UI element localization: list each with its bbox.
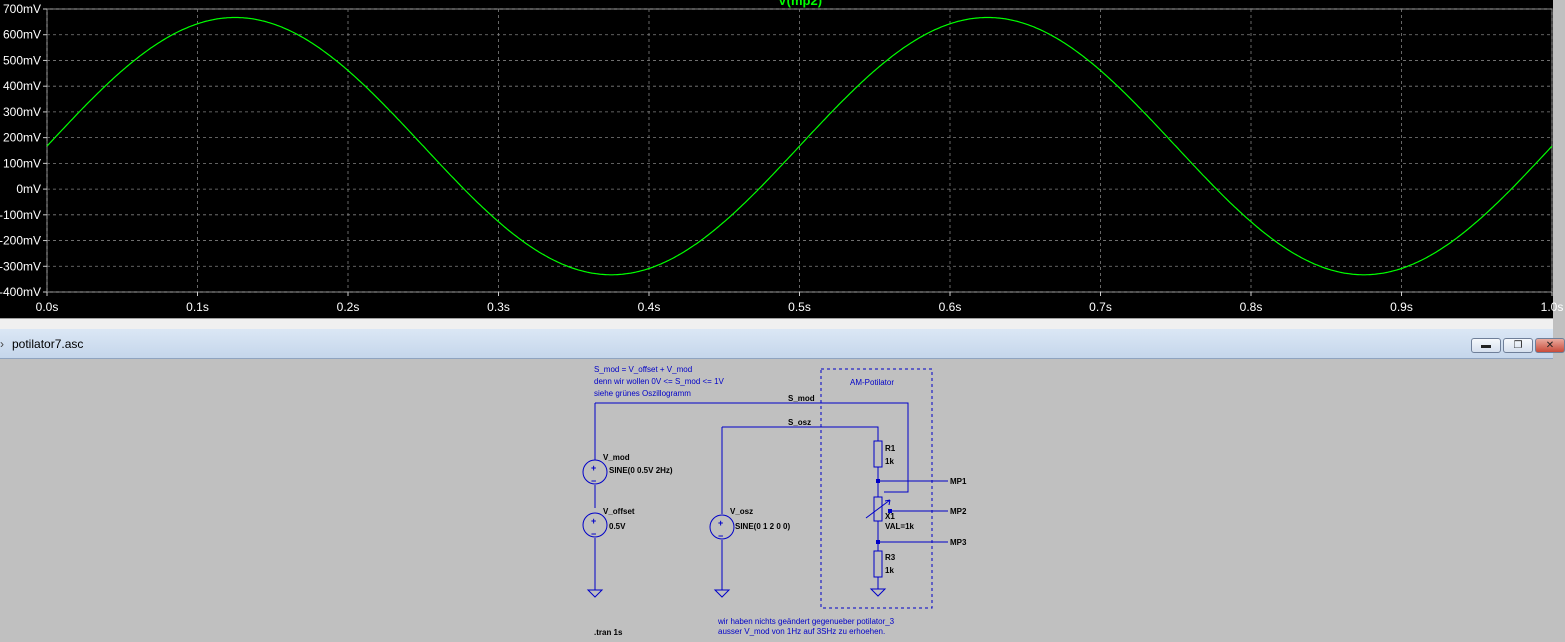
restore-icon: ❐: [1513, 340, 1523, 351]
window-title: potilator7.asc: [12, 337, 84, 351]
y-tick-label: 600mV: [3, 28, 41, 42]
x-tick-label: 0.5s: [788, 300, 811, 314]
minimize-button[interactable]: ▬: [1471, 338, 1501, 353]
close-icon: ✕: [1545, 340, 1555, 351]
trace-vmp2[interactable]: [46, 16, 1553, 276]
group-label[interactable]: AM-Potilator: [850, 378, 894, 387]
plus-sign: +: [591, 463, 596, 473]
r3-value[interactable]: 1k: [885, 566, 894, 575]
x-tick-label: 0.2s: [337, 300, 360, 314]
wire-s-mod[interactable]: [595, 402, 909, 493]
wire-s-osz[interactable]: [722, 426, 879, 441]
y-tick-label: -200mV: [0, 234, 41, 248]
ground-icon[interactable]: [869, 588, 887, 597]
minimize-icon: ▬: [1481, 340, 1491, 351]
ground-icon[interactable]: [586, 589, 604, 598]
note-top-line-2[interactable]: denn wir wollen 0V <= S_mod <= 1V: [594, 377, 725, 386]
v-offset-source-symbol[interactable]: [582, 512, 608, 538]
waveform-plot-pane[interactable]: 700mV 600mV 500mV 400mV 300mV 200mV 100mV 0mV -1…: [0, 0, 1563, 318]
waveform-plot[interactable]: 700mV 600mV 500mV 400mV 300mV 200mV 100mV 0mV -1…: [0, 0, 1563, 318]
net-label-mp1[interactable]: MP1: [950, 477, 967, 486]
y-tick-label: -400mV: [0, 285, 41, 299]
schematic-doc-icon: ›: [0, 337, 4, 351]
v-mod-source-symbol[interactable]: [582, 459, 608, 485]
junction-dot: [876, 540, 880, 544]
y-tick-label: 300mV: [3, 105, 41, 119]
x-tick-label: 1.0s: [1541, 300, 1564, 314]
y-tick-label: 100mV: [3, 156, 41, 170]
net-label-s-mod[interactable]: S_mod: [788, 394, 815, 403]
minus-sign: −: [591, 529, 596, 539]
note-top-line-1[interactable]: S_mod = V_offset + V_mod: [594, 365, 692, 374]
minus-sign: −: [591, 476, 596, 486]
r1-value[interactable]: 1k: [885, 457, 894, 466]
y-axis-ticks: 700mV 600mV 500mV 400mV 300mV 200mV 100mV 0mV -1…: [0, 2, 47, 299]
ground-icon[interactable]: [713, 589, 731, 598]
restore-button[interactable]: ❐: [1503, 338, 1533, 353]
pane-separator[interactable]: [0, 318, 1553, 329]
x1-value[interactable]: VAL=1k: [885, 522, 915, 531]
y-tick-label: 500mV: [3, 53, 41, 67]
y-tick-label: 200mV: [3, 131, 41, 145]
v-osz-source-symbol[interactable]: [709, 514, 735, 540]
v-osz-value[interactable]: SINE(0 1 2 0 0): [735, 522, 790, 531]
v-offset-value[interactable]: 0.5V: [609, 522, 626, 531]
x-tick-label: 0.0s: [36, 300, 59, 314]
y-tick-label: -300mV: [0, 259, 41, 273]
v-mod-value[interactable]: SINE(0 0.5V 2Hz): [609, 466, 673, 475]
x-axis-ticks: 0.0s 0.1s 0.2s 0.3s 0.4s 0.5s 0.6s 0.7s 0.8s 0.9s…: [36, 292, 1564, 314]
note-bottom-line-2[interactable]: ausser V_mod von 1Hz auf 3SHz zu erhoehe…: [718, 627, 885, 636]
x1-name[interactable]: X1: [885, 512, 895, 521]
y-tick-label: 700mV: [3, 2, 41, 16]
schematic-window-titlebar[interactable]: › potilator7.asc ▬ ❐ ✕: [0, 329, 1565, 359]
x1-potentiometer-symbol[interactable]: [873, 496, 883, 522]
plot-grid: [46, 8, 1553, 293]
x-tick-label: 0.9s: [1390, 300, 1413, 314]
y-tick-label: -100mV: [0, 208, 41, 222]
note-bottom-line-1[interactable]: wir haben nichts geändert gegenueber pot…: [717, 617, 895, 626]
schematic-canvas[interactable]: + − + − + − S_mod = V_offset + V_mod den…: [0, 359, 1553, 637]
plus-sign: +: [591, 516, 596, 526]
minus-sign: −: [718, 531, 723, 541]
net-label-mp2[interactable]: MP2: [950, 507, 967, 516]
y-tick-label: 0mV: [16, 182, 41, 196]
v-mod-name[interactable]: V_mod: [603, 453, 630, 462]
y-tick-label: 400mV: [3, 79, 41, 93]
trace-label[interactable]: V(mp2): [778, 0, 822, 8]
x-tick-label: 0.7s: [1089, 300, 1112, 314]
note-top-line-3[interactable]: siehe grünes Oszillogramm: [594, 389, 691, 398]
r3-name[interactable]: R3: [885, 553, 896, 562]
x-tick-label: 0.8s: [1240, 300, 1263, 314]
x-tick-label: 0.6s: [939, 300, 962, 314]
am-potilator-group-box[interactable]: [820, 368, 933, 609]
net-label-s-osz[interactable]: S_osz: [788, 418, 811, 427]
r1-symbol[interactable]: [873, 440, 883, 468]
net-label-mp3[interactable]: MP3: [950, 538, 967, 547]
x-tick-label: 0.4s: [638, 300, 661, 314]
x-tick-label: 0.1s: [186, 300, 209, 314]
v-osz-name[interactable]: V_osz: [730, 507, 753, 516]
potentiometer-arrow-icon: [865, 499, 891, 519]
junction-dot: [888, 509, 892, 513]
spice-directive[interactable]: .tran 1s: [594, 628, 623, 637]
r1-name[interactable]: R1: [885, 444, 896, 453]
r3-symbol[interactable]: [873, 550, 883, 578]
x-tick-label: 0.3s: [487, 300, 510, 314]
junction-dot: [876, 479, 880, 483]
close-button[interactable]: ✕: [1535, 338, 1565, 353]
plus-sign: +: [718, 518, 723, 528]
v-offset-name[interactable]: V_offset: [603, 507, 635, 516]
